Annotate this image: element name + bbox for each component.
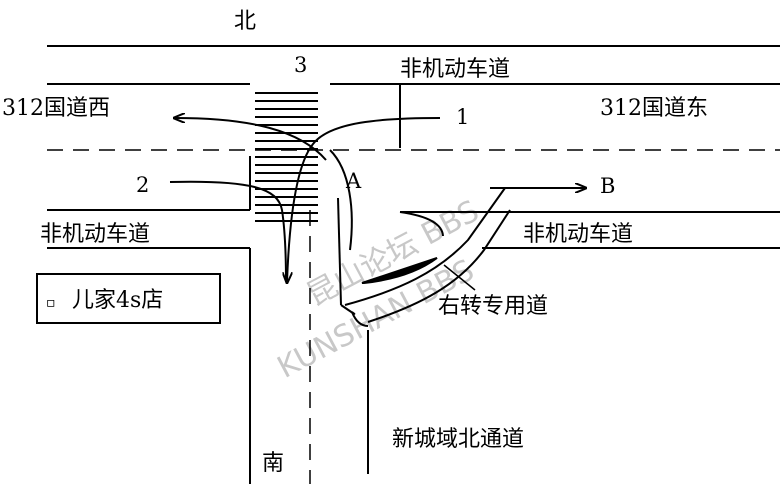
crosswalk — [255, 92, 318, 222]
route-arrows — [169, 117, 585, 283]
route-1-arrow — [287, 117, 441, 282]
label-shop: 儿家4s店 — [72, 288, 163, 313]
label-road-east: 312国道东 — [600, 96, 708, 121]
route-2-arrow — [169, 180, 287, 283]
road-edges — [47, 45, 780, 484]
label-route-3: 3 — [294, 53, 307, 77]
label-route-2: 2 — [136, 173, 149, 197]
label-road-west: 312国道西 — [2, 96, 110, 121]
label-xincheng-road: 新城域北通道 — [392, 427, 524, 452]
label-nonmotor-west: 非机动车道 — [40, 222, 150, 247]
right-turn-lane-outer-edge — [367, 209, 511, 323]
right-turn-lane-leader — [443, 264, 476, 291]
label-marker-a: A — [345, 169, 362, 193]
shop-box — [36, 273, 221, 324]
label-north: 北 — [234, 9, 256, 34]
label-marker-b: B — [600, 174, 615, 198]
route-3-arrow — [175, 118, 327, 161]
island-black-marking — [361, 257, 438, 284]
right-turn-lane-mouth — [351, 311, 369, 327]
corner-curve-east — [399, 211, 444, 237]
watermark: 昆山论坛 BBS KUNSHAN BBS — [272, 194, 485, 386]
center-lines — [47, 149, 780, 484]
label-route-1: 1 — [456, 105, 469, 129]
label-south: 南 — [262, 451, 284, 476]
right-turn-lane — [337, 187, 511, 474]
label-nonmotor-north: 非机动车道 — [400, 57, 510, 82]
island-west-edge — [337, 197, 342, 306]
label-nonmotor-east: 非机动车道 — [523, 222, 633, 247]
shop-icon: ▫ — [46, 295, 56, 311]
label-right-turn-lane: 右转专用道 — [438, 294, 548, 319]
route-a-curve — [329, 149, 353, 251]
right-turn-lane-inner-edge — [344, 187, 506, 306]
